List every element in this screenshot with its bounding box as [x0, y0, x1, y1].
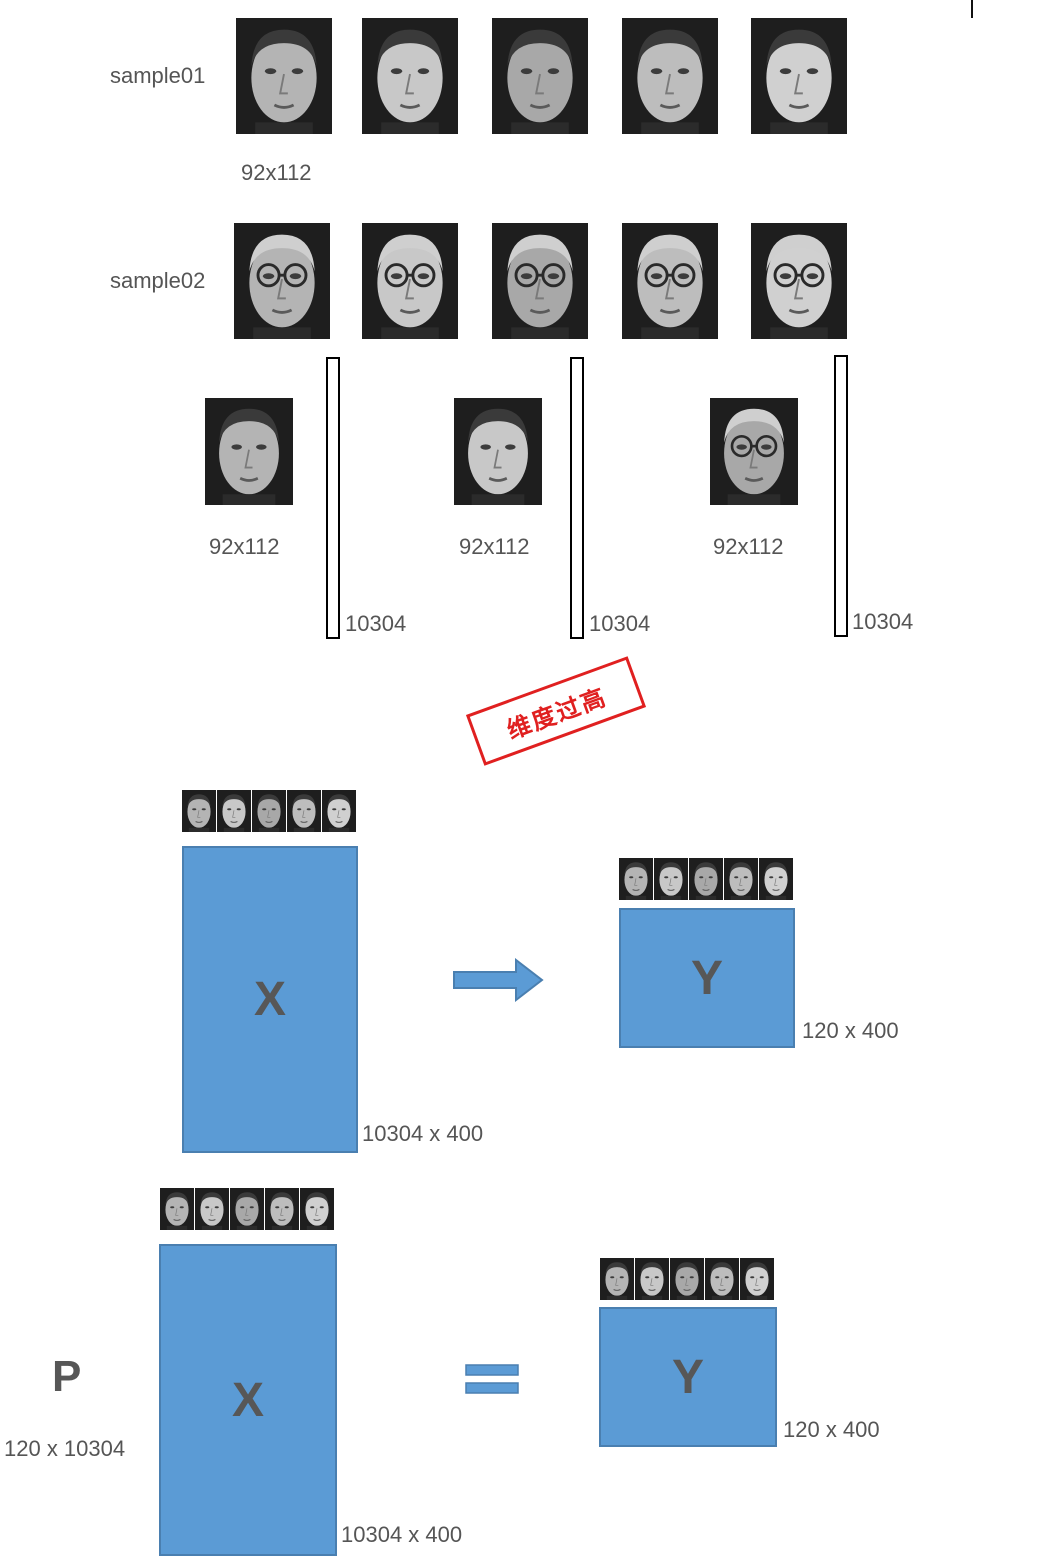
equals-icon [465, 1364, 519, 1394]
right-arrow-icon [453, 958, 544, 1002]
matrix-y-equation-dims: 120 x 400 [783, 1417, 880, 1442]
sample02-label: sample02 [110, 268, 206, 293]
mini-face-photo [705, 1258, 740, 1300]
face-photo-sample01-5 [751, 18, 847, 134]
mini-face-photo [740, 1258, 775, 1300]
matrix-y-label: Y [690, 951, 723, 1005]
vector-column-1 [326, 357, 340, 639]
mini-face-photo [600, 1258, 635, 1300]
flatten-size-label-3: 92x112 [713, 534, 784, 559]
vector-dim-label-2: 10304 [589, 611, 651, 636]
mini-face-photo [230, 1188, 265, 1230]
mini-face-photo [689, 858, 724, 900]
face-strip-x-top [182, 790, 357, 832]
mini-face-photo [287, 790, 322, 832]
matrix-x-dims: 10304 x 400 [362, 1121, 484, 1146]
mini-face-photo [654, 858, 689, 900]
flatten-size-label-2: 92x112 [459, 534, 530, 559]
image-size-label: 92x112 [241, 160, 312, 185]
face-strip-y-bottom [600, 1258, 775, 1300]
mini-face-photo [160, 1188, 195, 1230]
face-photo-sample01-2 [362, 18, 458, 134]
face-photo-sample02-3 [492, 223, 588, 339]
vector-dim-label-3: 10304 [852, 609, 914, 634]
matrix-x-equation-dims: 10304 x 400 [341, 1522, 463, 1547]
mini-face-photo [300, 1188, 335, 1230]
mini-face-photo [182, 790, 217, 832]
mini-face-photo [265, 1188, 300, 1230]
mini-face-photo [759, 858, 794, 900]
matrix-y: Y [619, 908, 795, 1048]
mini-face-photo [619, 858, 654, 900]
face-photo-sample02-5 [751, 223, 847, 339]
face-photo-flatten-1 [205, 398, 293, 505]
face-photo-sample01-4 [622, 18, 718, 134]
matrix-p-dims: 120 x 10304 [4, 1436, 126, 1461]
mini-face-photo [252, 790, 287, 832]
matrix-x-equation-label: X [231, 1373, 264, 1427]
face-photo-sample02-2 [362, 223, 458, 339]
matrix-x-label: X [253, 973, 286, 1026]
matrix-p-label: P [52, 1352, 82, 1401]
mini-face-photo [724, 858, 759, 900]
mini-face-photo [635, 1258, 670, 1300]
mini-face-photo [195, 1188, 230, 1230]
vector-column-2 [570, 357, 584, 639]
face-photo-flatten-3 [710, 398, 798, 505]
mini-face-photo [322, 790, 357, 832]
matrix-y-equation-label: Y [671, 1350, 704, 1404]
face-photo-sample02-1 [234, 223, 330, 339]
vector-dim-label-1: 10304 [345, 611, 407, 636]
dimension-too-high-stamp: 维度过高 [465, 656, 647, 766]
sample01-label: sample01 [110, 63, 206, 88]
matrix-x: X [182, 846, 358, 1153]
face-photo-sample02-4 [622, 223, 718, 339]
face-strip-y-top [619, 858, 794, 900]
matrix-y-dims: 120 x 400 [802, 1018, 899, 1043]
face-photo-flatten-2 [454, 398, 542, 505]
flatten-size-label-1: 92x112 [209, 534, 280, 559]
face-strip-x-bottom [160, 1188, 335, 1230]
face-photo-sample01-3 [492, 18, 588, 134]
mini-face-photo [670, 1258, 705, 1300]
matrix-x-equation: X [159, 1244, 337, 1556]
text-cursor [971, 0, 973, 18]
face-photo-sample01-1 [236, 18, 332, 134]
matrix-y-equation: Y [599, 1307, 777, 1447]
mini-face-photo [217, 790, 252, 832]
vector-column-3 [834, 355, 848, 637]
